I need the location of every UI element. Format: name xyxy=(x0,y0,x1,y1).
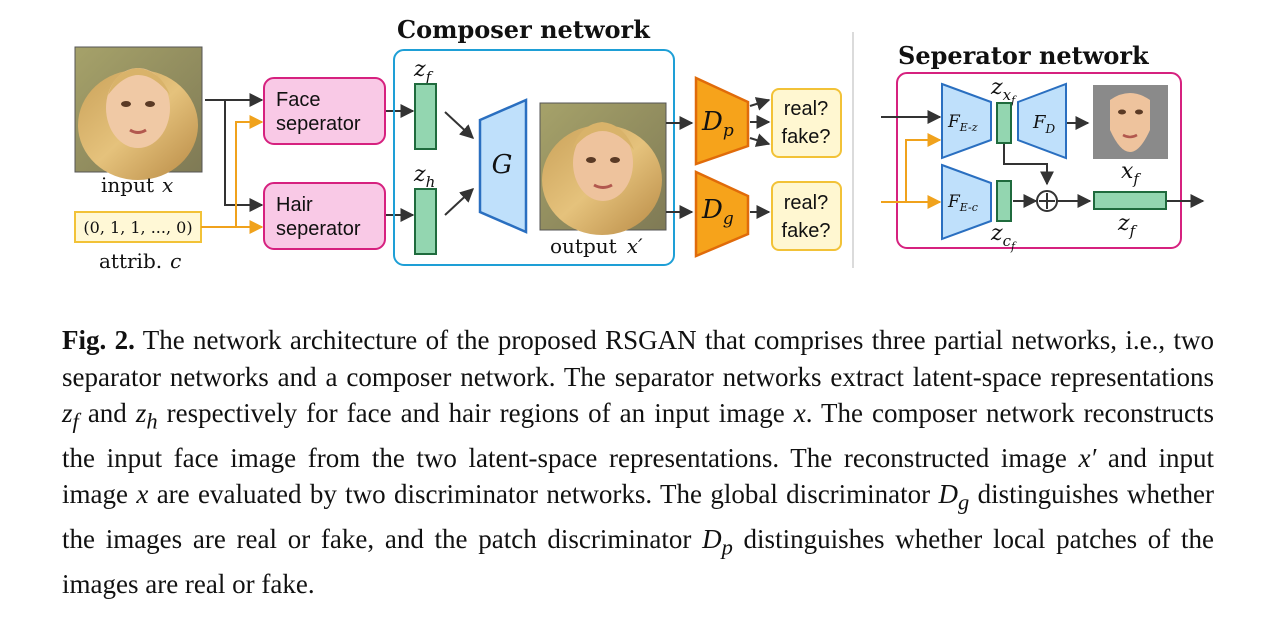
zf-latent xyxy=(414,83,437,150)
dp-label: Dp xyxy=(701,107,734,141)
hair-separator-label-2: seperator xyxy=(276,218,361,240)
fd-label: FD xyxy=(1032,112,1056,136)
composer-network-title: Composer network xyxy=(397,15,651,44)
global-discriminator-dg xyxy=(694,170,750,258)
real-fake-box-patch xyxy=(771,88,842,158)
fd-decoder xyxy=(1017,82,1067,160)
zf-label: zf xyxy=(413,57,434,86)
real-fake-patch-1: real? xyxy=(784,98,828,120)
input-arrow-hair xyxy=(224,100,264,212)
zxf-latent xyxy=(996,102,1012,144)
figure-label: Fig. 2. xyxy=(62,325,135,355)
hair-separator-label-1: Hair xyxy=(276,194,313,216)
fec-encoder xyxy=(941,163,992,241)
zcf-latent xyxy=(996,180,1012,222)
zf-output-latent xyxy=(1093,191,1167,210)
zh-to-g-arrow xyxy=(444,188,475,216)
attrib-arrow-face xyxy=(235,115,264,227)
zcf-label: zcf xyxy=(990,221,1017,253)
fez-label: FE-z xyxy=(947,112,978,134)
architecture-diagram: Composer network Seperator network input… xyxy=(74,15,1205,273)
xf-label: xf xyxy=(1121,159,1141,188)
zh-latent xyxy=(414,188,437,255)
separator-network-box xyxy=(896,72,1182,249)
fec-label: FE-c xyxy=(947,192,978,214)
fez-encoder xyxy=(941,82,992,160)
real-fake-global-2: fake? xyxy=(782,220,831,242)
face-separator-label-2: seperator xyxy=(276,113,361,135)
dp-arrow-1 xyxy=(749,97,771,111)
separator-network-title: Seperator network xyxy=(898,41,1150,70)
xf-face-patch xyxy=(1093,85,1168,159)
generator-label: G xyxy=(492,150,513,180)
dp-arrow-3 xyxy=(749,133,771,147)
zxf-to-plus-arrow xyxy=(1003,144,1054,186)
zxf-label: zxf xyxy=(990,75,1017,107)
real-fake-patch-2: fake? xyxy=(782,126,831,148)
real-fake-global-1: real? xyxy=(784,192,828,214)
real-fake-box-global xyxy=(771,181,842,251)
composer-network-box xyxy=(393,49,675,266)
sep-attrib-branch xyxy=(905,133,942,202)
input-face-image xyxy=(74,46,203,180)
attrib-label: attrib.c xyxy=(99,249,181,273)
zf-to-g-arrow xyxy=(444,111,475,139)
output-face-image xyxy=(539,102,667,235)
patch-discriminator-dp xyxy=(694,76,750,166)
figure-caption: Fig. 2. The network architecture of the … xyxy=(62,322,1214,603)
zf-output-label: zf xyxy=(1117,211,1138,240)
dg-label: Dg xyxy=(701,195,734,229)
face-separator-label-1: Face xyxy=(276,89,320,111)
face-separator-box xyxy=(263,77,386,145)
attribute-vector: (0, 1, 1, ..., 0) xyxy=(83,218,192,237)
hair-separator-box xyxy=(263,182,386,250)
caption-text: Fig. 2. The network architecture of the … xyxy=(62,325,1215,600)
generator-g xyxy=(478,98,528,234)
zh-label: zh xyxy=(413,162,435,191)
